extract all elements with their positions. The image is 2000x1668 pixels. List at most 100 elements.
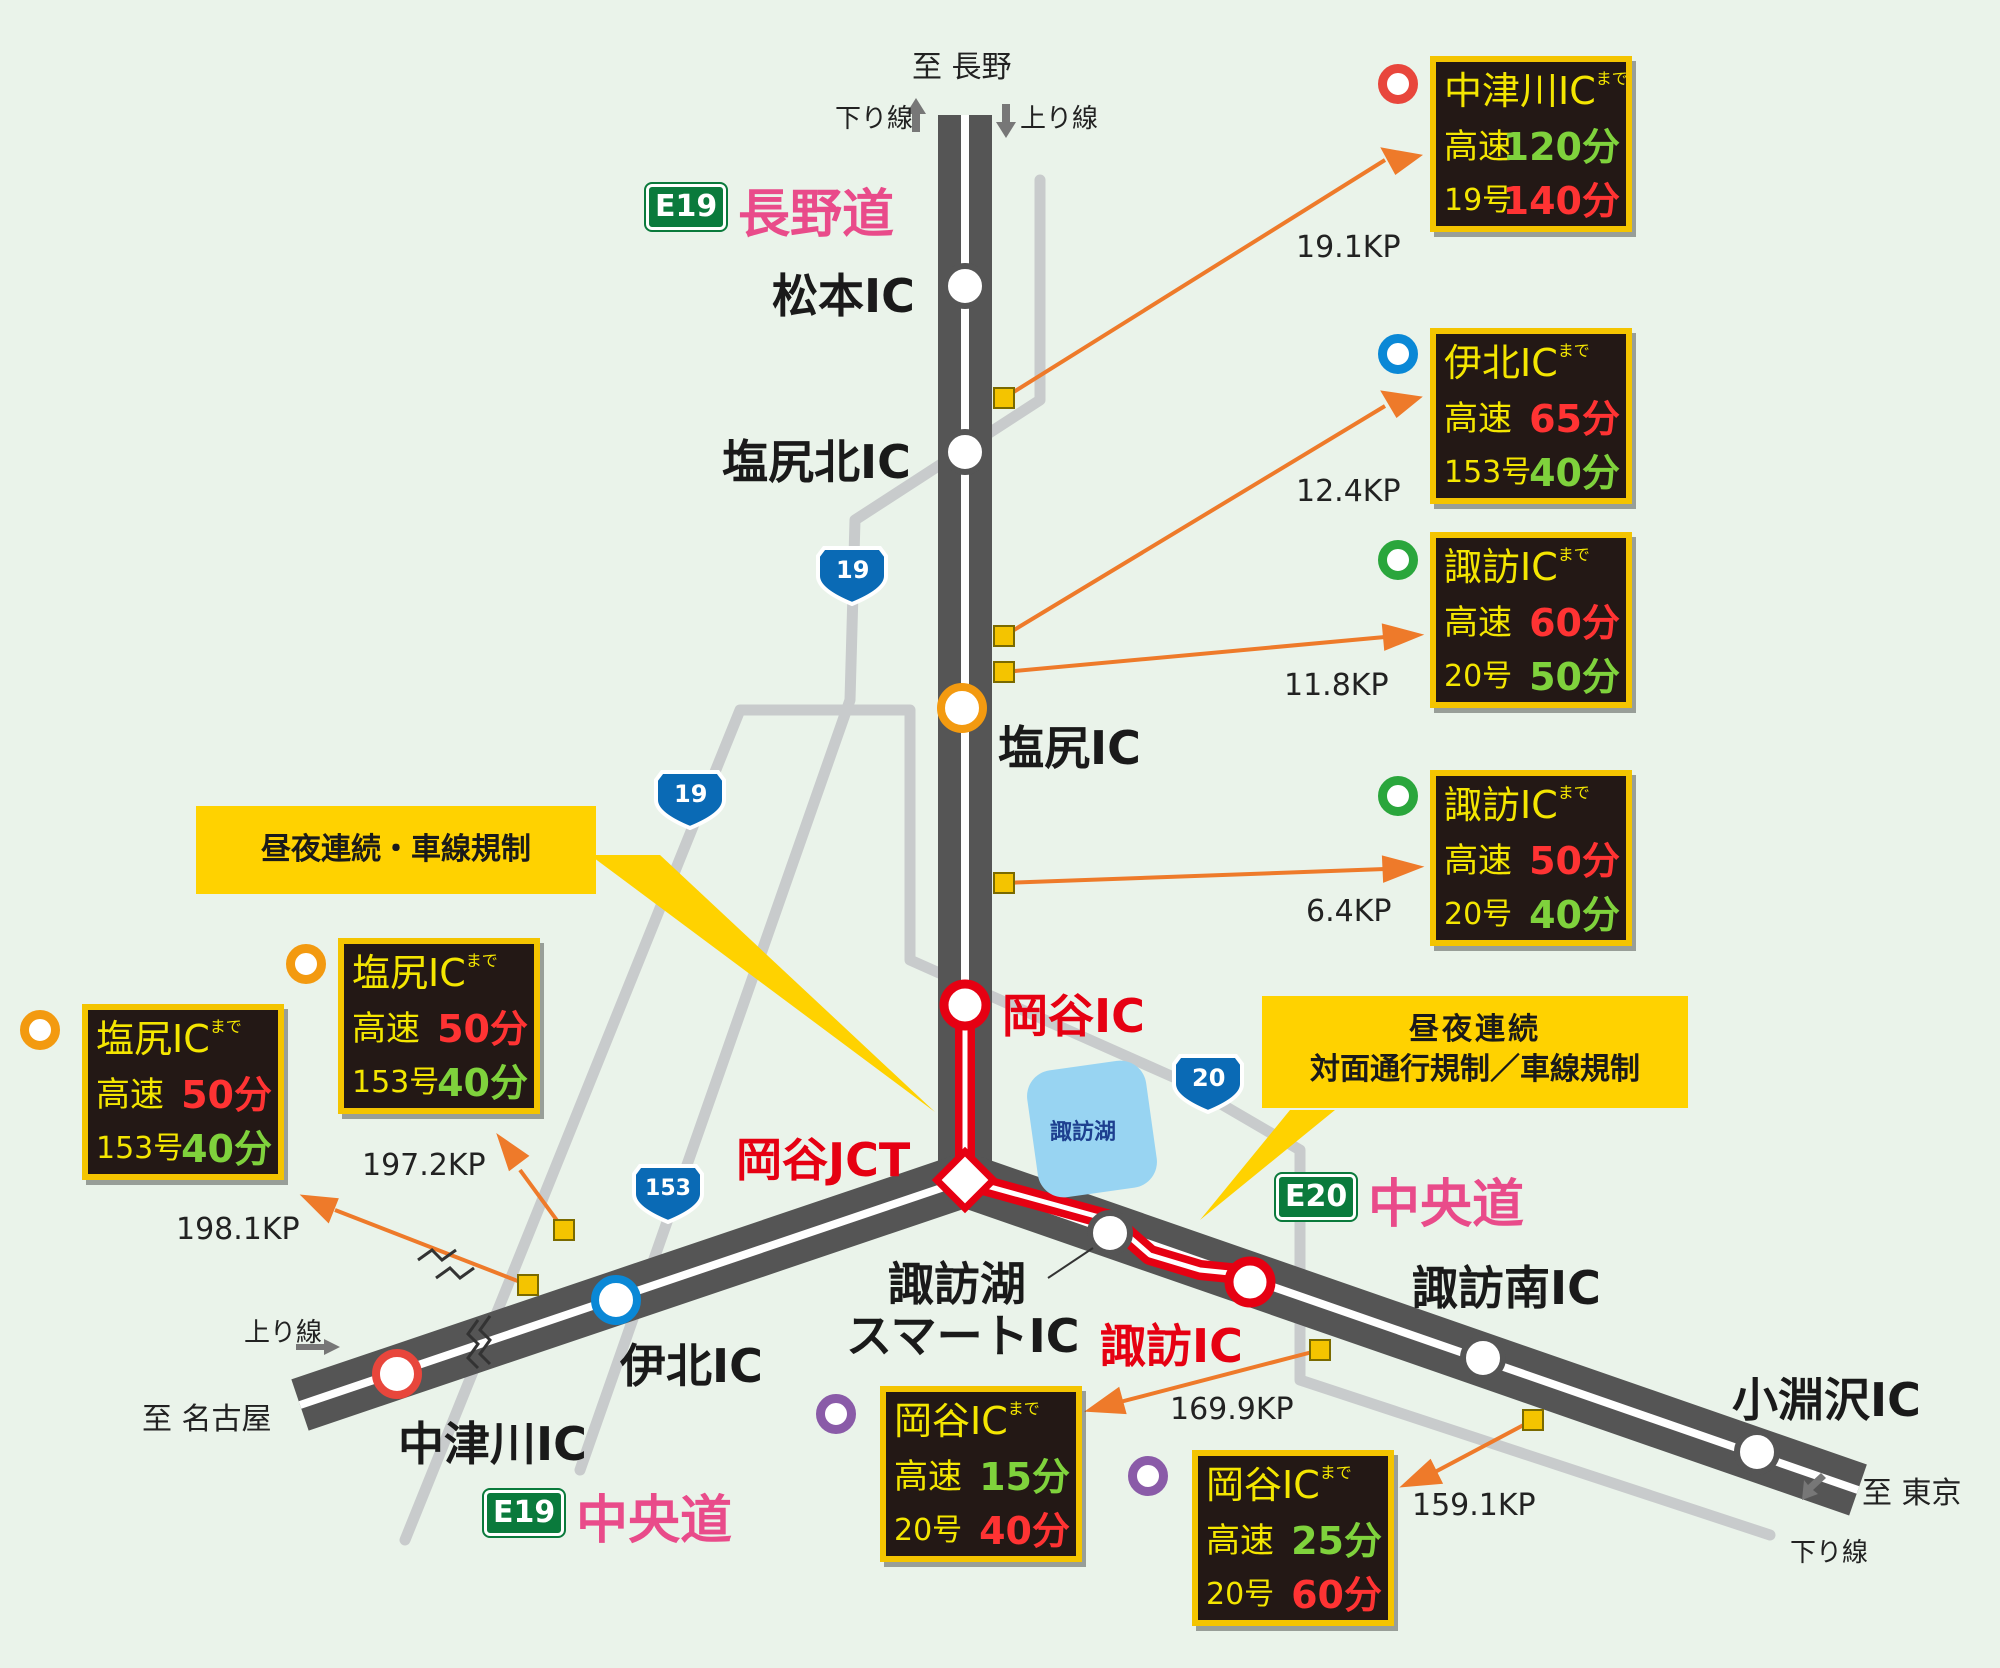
vms-time-value: 40分 [1529, 451, 1620, 495]
node-suwa [1224, 1256, 1276, 1308]
vms-row: 20号 40分 [1444, 888, 1620, 942]
route-20-label: 20 [1192, 1064, 1226, 1092]
vms-time-value: 50分 [1529, 655, 1620, 699]
route-19-label-lower: 19 [674, 780, 708, 808]
vms-dest-row: 岡谷ICまで [1206, 1458, 1382, 1512]
vms-time-value: 40分 [979, 1509, 1070, 1553]
down-line-right: 下り線 [1790, 1538, 1869, 1568]
up-line-left: 上り線 [244, 1318, 323, 1348]
to-tokyo: 至 東京 [1862, 1476, 1962, 1511]
node-shiojiri [937, 683, 987, 733]
vms-route-label: 高速 [1444, 841, 1512, 881]
node-kobuchizawa [1734, 1429, 1780, 1475]
vms-dest: 諏訪IC [1444, 545, 1558, 589]
vms-route-label: 20号 [1444, 897, 1513, 932]
upleft-arrow-icon [1802, 1473, 1826, 1500]
sign-arrows [299, 147, 1534, 1488]
vms-time-value: 40分 [181, 1127, 272, 1171]
callout-chuo-line2: 対面通行規制／車線規制 [1310, 1052, 1640, 1087]
ic-matsumoto: 松本IC [772, 269, 915, 323]
vms-dest: 伊北IC [1444, 341, 1558, 385]
vms-route-label: 153号 [352, 1065, 440, 1100]
down-arrow-icon [996, 104, 1016, 138]
sign-marker-5 [20, 1010, 60, 1050]
vms-time-value: 40分 [437, 1061, 528, 1105]
up-line-top: 上り線 [1020, 104, 1099, 134]
vms-row: 20号 50分 [1444, 650, 1620, 704]
e19-shield-bottom: E19 [481, 1488, 567, 1538]
vms-dest: 塩尻IC [352, 951, 466, 995]
node-shiojirikita [942, 429, 988, 475]
vms-route-label: 153号 [96, 1131, 184, 1166]
vms-made: まで [1557, 341, 1590, 360]
vms-route-label: 高速 [96, 1075, 164, 1115]
vms-time-value: 50分 [437, 1007, 528, 1051]
ic-nakatsugawa: 中津川IC [398, 1417, 587, 1471]
route-20-shield [1172, 1054, 1244, 1115]
ic-suwako-smart-2: スマートIC [846, 1309, 1080, 1363]
route-19-label-upper: 19 [836, 556, 870, 584]
vms-route-label: 20号 [1444, 659, 1513, 694]
route-19-shield-upper [816, 546, 888, 607]
ic-suwaminami: 諏訪南IC [1412, 1261, 1601, 1315]
node-okaya-jct [931, 1146, 999, 1214]
vms-dest: 塩尻IC [96, 1017, 210, 1061]
sensors [517, 387, 1544, 1431]
kp-169-9: 169.9KP [1170, 1392, 1294, 1427]
vms-time-value: 15分 [979, 1455, 1070, 1499]
vms-time-value: 50分 [1529, 839, 1620, 883]
ic-okaya-jct: 岡谷JCT [736, 1133, 911, 1187]
vms-time-value: 40分 [1529, 893, 1620, 937]
callout-pointer-chuo [1200, 1110, 1335, 1220]
vms-route-label: 高速 [1444, 127, 1512, 167]
vms-row: 高速 50分 [352, 1002, 528, 1056]
callout-pointer-nagano [590, 855, 935, 1112]
vms-made: まで [465, 951, 498, 970]
vms-row: 高速 50分 [1444, 834, 1620, 888]
direction-arrows [296, 98, 1826, 1500]
ic-shiojiri: 塩尻IC [998, 721, 1141, 775]
chuo-road-name-east: 中央道 [1368, 1175, 1525, 1235]
route-19-shield-lower [654, 770, 726, 831]
vms-dest: 諏訪IC [1444, 783, 1558, 827]
kp-19-1: 19.1KP [1296, 230, 1401, 265]
vms-route-label: 19号 [1444, 183, 1513, 218]
ic-nodes [372, 263, 1780, 1475]
vms-dest-row: 塩尻ICまで [96, 1012, 272, 1066]
sign-marker-3 [1378, 776, 1418, 816]
vms-route-label: 高速 [352, 1009, 420, 1049]
route-153-label: 153 [645, 1176, 691, 1201]
vms-dest-row: 諏訪ICまで [1444, 540, 1620, 594]
vms-route-label: 20号 [1206, 1577, 1275, 1612]
kp-159-1: 159.1KP [1412, 1488, 1536, 1523]
vms-sign-3: 諏訪ICまで高速 50分 20号 40分 [1430, 770, 1632, 946]
vms-route-label: 高速 [1444, 399, 1512, 439]
vms-route-label: 153号 [1444, 455, 1532, 490]
vms-made: まで [1557, 783, 1590, 802]
node-matsumoto [942, 263, 988, 309]
vms-route-label: 高速 [1444, 603, 1512, 643]
sign-marker-7 [1128, 1456, 1168, 1496]
vms-made: まで [1557, 545, 1590, 564]
route-153-shield [632, 1164, 704, 1225]
callout-chuo-line1: 昼夜連続 [1409, 1012, 1541, 1047]
vms-dest-row: 伊北ICまで [1444, 336, 1620, 390]
node-okaya [939, 979, 991, 1031]
vms-dest: 岡谷IC [1206, 1463, 1320, 1507]
